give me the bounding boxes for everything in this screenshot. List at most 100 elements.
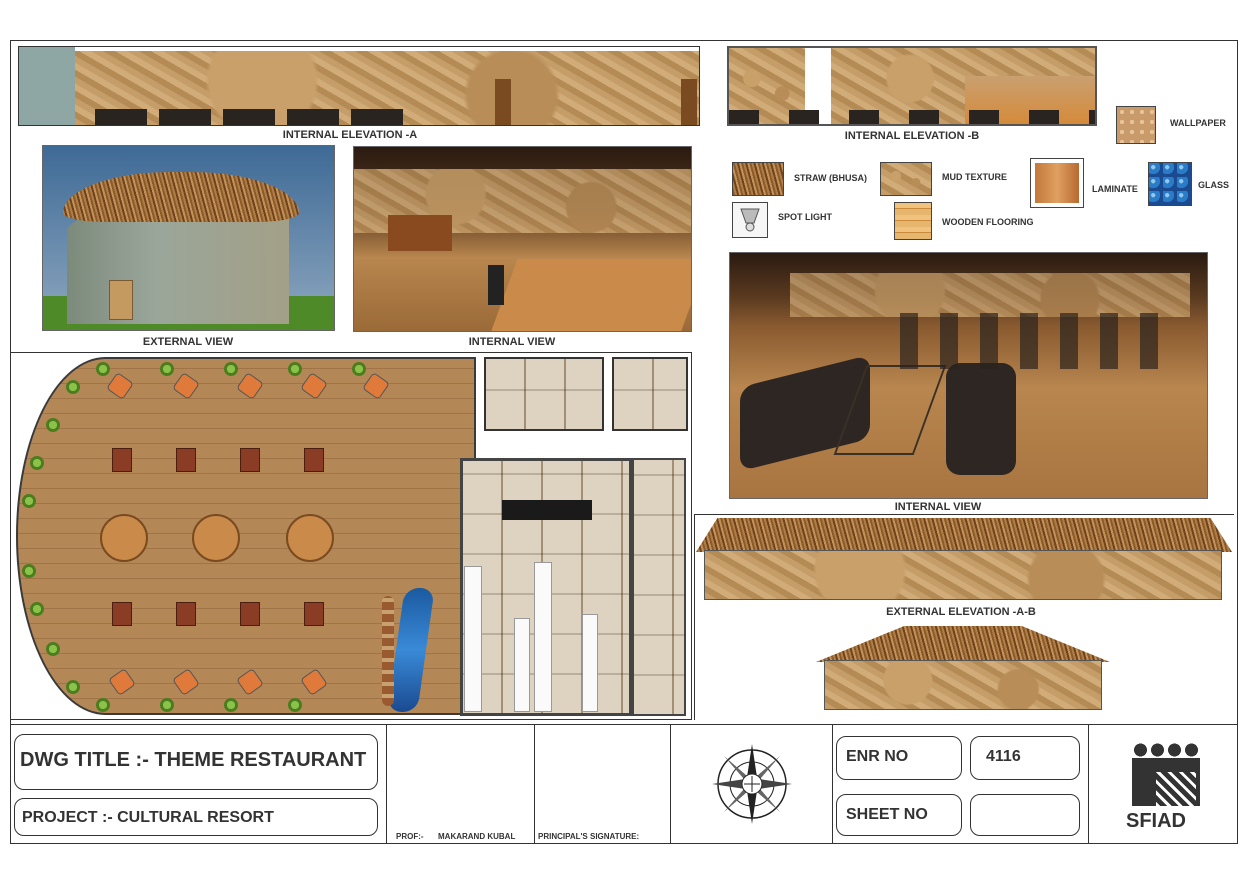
wood-swatch [894,202,932,240]
restroom-2 [612,357,688,431]
furniture-row [95,109,405,125]
laminate-fill [1035,163,1079,203]
sheet-label: SHEET NO [846,806,928,823]
enr-value: 4116 [986,748,1021,765]
tb-divider [1088,724,1089,844]
door [681,79,697,125]
kitchen-island [582,614,598,712]
square-table [240,448,260,472]
tb-divider [386,724,387,844]
elevation-b-wall [824,660,1102,710]
wallpaper-swatch [1116,106,1156,144]
square-table [112,448,132,472]
kitchen-island [534,562,552,712]
legend-wood: WOODEN FLOORING [942,217,1034,227]
floor-plan-frame [10,352,692,720]
glass-swatch [1148,162,1192,206]
sheet-label-box [836,794,962,836]
hut-wall [67,208,289,324]
enr-label: ENR NO [846,748,909,765]
caption-internal-view-1: INTERNAL VIEW [468,336,556,348]
project-box [14,798,378,836]
hut-roof [63,172,299,222]
elevation-a-roof [696,518,1232,552]
internal-elevation-a [18,46,700,126]
tb-divider [670,724,671,844]
plant [352,362,366,376]
square-table [240,602,260,626]
square-table [176,448,196,472]
legend-spotlight: SPOT LIGHT [778,212,832,222]
legend-laminate: LAMINATE [1092,184,1138,194]
plant [288,362,302,376]
caption-external-view: EXTERNAL VIEW [142,336,234,348]
principal-signature: PRINCIPAL'S SIGNATURE: [538,832,640,841]
spotlight-icon [732,202,768,238]
round-table [286,514,334,562]
straw-swatch [732,162,784,196]
square-table [304,602,324,626]
ext-elev-divider-2 [694,514,695,720]
enr-value-box [970,736,1080,780]
elevation-a-wall [704,550,1222,600]
dwg-title: DWG TITLE :- THEME RESTAURANT [20,749,367,771]
plant [22,564,36,578]
service-rooms [632,458,686,716]
chair [488,265,504,305]
caption-int-elev-a: INTERNAL ELEVATION -A [282,129,418,141]
bar-counter [388,215,452,251]
logo-heads [1132,742,1200,758]
square-table [176,602,196,626]
plant [46,418,60,432]
legend-glass: GLASS [1198,180,1230,190]
external-view-render [42,145,335,331]
internal-view-render-1 [353,146,692,332]
internal-elevation-b [727,46,1097,126]
plant [46,642,60,656]
compass-icon [712,744,792,824]
plant [288,698,302,712]
caption-ext-elev: EXTERNAL ELEVATION -A-B [886,606,1036,618]
round-table [192,514,240,562]
tb-divider [832,724,833,844]
mud-swatch [880,162,932,196]
plant [22,494,36,508]
kitchen-island [464,566,482,712]
project-name: PROJECT :- CULTURAL RESORT [22,809,274,826]
plant [66,380,80,394]
enr-label-box [836,736,962,780]
sfiad-logo: SFIAD [1126,742,1206,834]
dwg-title-box [14,734,378,790]
plant [66,680,80,694]
kitchen-island [514,618,530,712]
dining-table [490,259,691,331]
plant [224,362,238,376]
plant [96,698,110,712]
door [495,79,511,125]
back-wall [790,273,1190,317]
prof-name: MAKARAND KUBAL [438,832,516,841]
square-table [304,448,324,472]
plant [96,362,110,376]
plant [30,602,44,616]
glass-wall [19,47,75,125]
sofa [946,363,1016,475]
caption-internal-view-2: INTERNAL VIEW [894,501,982,513]
title-block-frame [10,724,1238,844]
furniture-row [729,110,1095,124]
round-table [100,514,148,562]
plant [30,456,44,470]
plant [160,698,174,712]
ext-elev-divider [694,514,1234,515]
prof-label: PROF:- [396,832,424,841]
logo-stripes [1156,772,1196,806]
tb-divider [534,724,535,844]
kitchen-counter [502,500,592,520]
plant [160,362,174,376]
plant [224,698,238,712]
stone-edge [382,596,394,706]
hut-door [109,280,133,320]
restroom-1 [484,357,604,431]
legend-straw: STRAW (BHUSA) [794,173,867,183]
spotlight-glyph [740,208,760,232]
